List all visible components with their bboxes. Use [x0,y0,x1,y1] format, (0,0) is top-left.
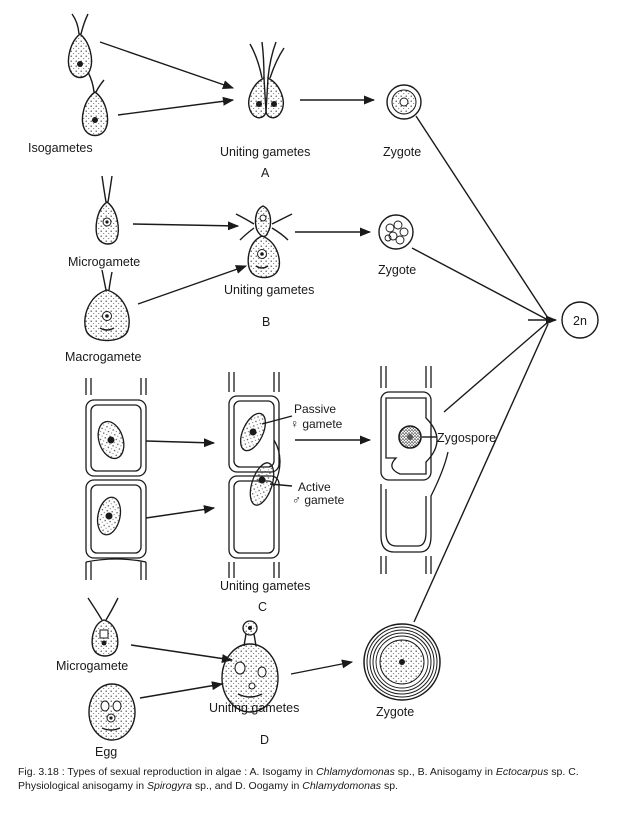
panel-letter-c: C [258,600,267,614]
arrow-d2 [139,681,224,699]
label-zygote-a: Zygote [383,145,421,159]
leader-passive [261,415,293,425]
label-egg-d: Egg [95,745,117,759]
arrow-d1 [130,644,234,663]
caption-genus-ectocarpus: Ectocarpus [495,766,549,778]
convergence-lines [411,115,558,623]
zygospore [398,425,422,449]
macrogamete-b [84,269,130,342]
caption-mid3: sp., and D. Oogamy in [191,780,303,792]
uniting-gametes-b [235,205,293,279]
label-uniting-gametes-d: Uniting gametes [209,701,299,715]
caption-mid1: sp., B. Anisogamy in [394,766,496,778]
leader-active [269,483,293,487]
panel-d: Microgamete Egg Uniting gametes Zygote D [56,597,441,759]
label-zygote-d: Zygote [376,705,414,719]
caption-genus-chlamydomonas-1: Chlamydomonas [316,766,395,778]
result-node-label: 2n [573,314,587,328]
label-passive-2: ♀ gamete [290,417,343,431]
filament-middle [228,372,281,578]
label-uniting-gametes-b: Uniting gametes [224,283,314,297]
label-microgamete-d: Microgamete [56,659,128,673]
label-uniting-gametes-a: Uniting gametes [220,145,310,159]
panel-a: Isogametes Uniting gametes Zygote A [28,13,422,180]
arrow-d3 [290,659,354,675]
label-active-1: Active [298,480,331,494]
arrow-b2 [137,265,248,305]
result-node-2n: 2n [561,301,599,339]
microgamete-d [87,597,119,657]
uniting-gametes-d [221,620,279,713]
filament-left [85,378,147,580]
microgamete-b [95,175,119,245]
label-uniting-gametes-c: Uniting gametes [220,579,310,593]
arrow-b1 [132,221,240,231]
label-active-2: ♂ gamete [292,493,345,507]
label-zygospore: Zygospore [437,431,496,445]
panel-letter-b: B [262,315,270,329]
panel-letter-d: D [260,733,269,747]
zygote-d [363,623,441,701]
egg-d [88,683,136,741]
isogamete-bottom [81,71,109,137]
label-isogametes: Isogametes [28,141,93,155]
arrow-a2 [117,96,235,116]
figure-caption: Fig. 3.18 : Types of sexual reproduction… [18,765,614,793]
panel-b: Microgamete Uniting gametes Zygote B Mac… [65,175,416,364]
caption-genus-chlamydomonas-2: Chlamydomonas [302,780,382,792]
zygote-a [386,84,422,120]
label-zygote-b: Zygote [378,263,416,277]
zygote-b [378,214,414,250]
filament-right [380,366,449,574]
caption-genus-spirogyra: Spirogyra [146,780,192,792]
arrow-c1 [145,438,216,448]
caption-suffix: sp. [381,780,398,792]
isogamete-top [67,13,93,79]
label-passive-1: Passive [294,402,336,416]
label-macrogamete-b: Macrogamete [65,350,141,364]
label-microgamete-b: Microgamete [68,255,140,269]
arrow-c2 [145,505,216,519]
caption-prefix: Fig. 3.18 : Types of sexual reproduction… [18,766,317,778]
caption-mid2: sp. C. Physiological anisogamy in [18,766,579,792]
arrow-a1 [99,41,235,89]
panel-c: Passive ♀ gamete Active ♂ gamete Zygospo… [85,366,496,614]
uniting-gametes-a [248,41,285,119]
panel-letter-a: A [261,166,270,180]
